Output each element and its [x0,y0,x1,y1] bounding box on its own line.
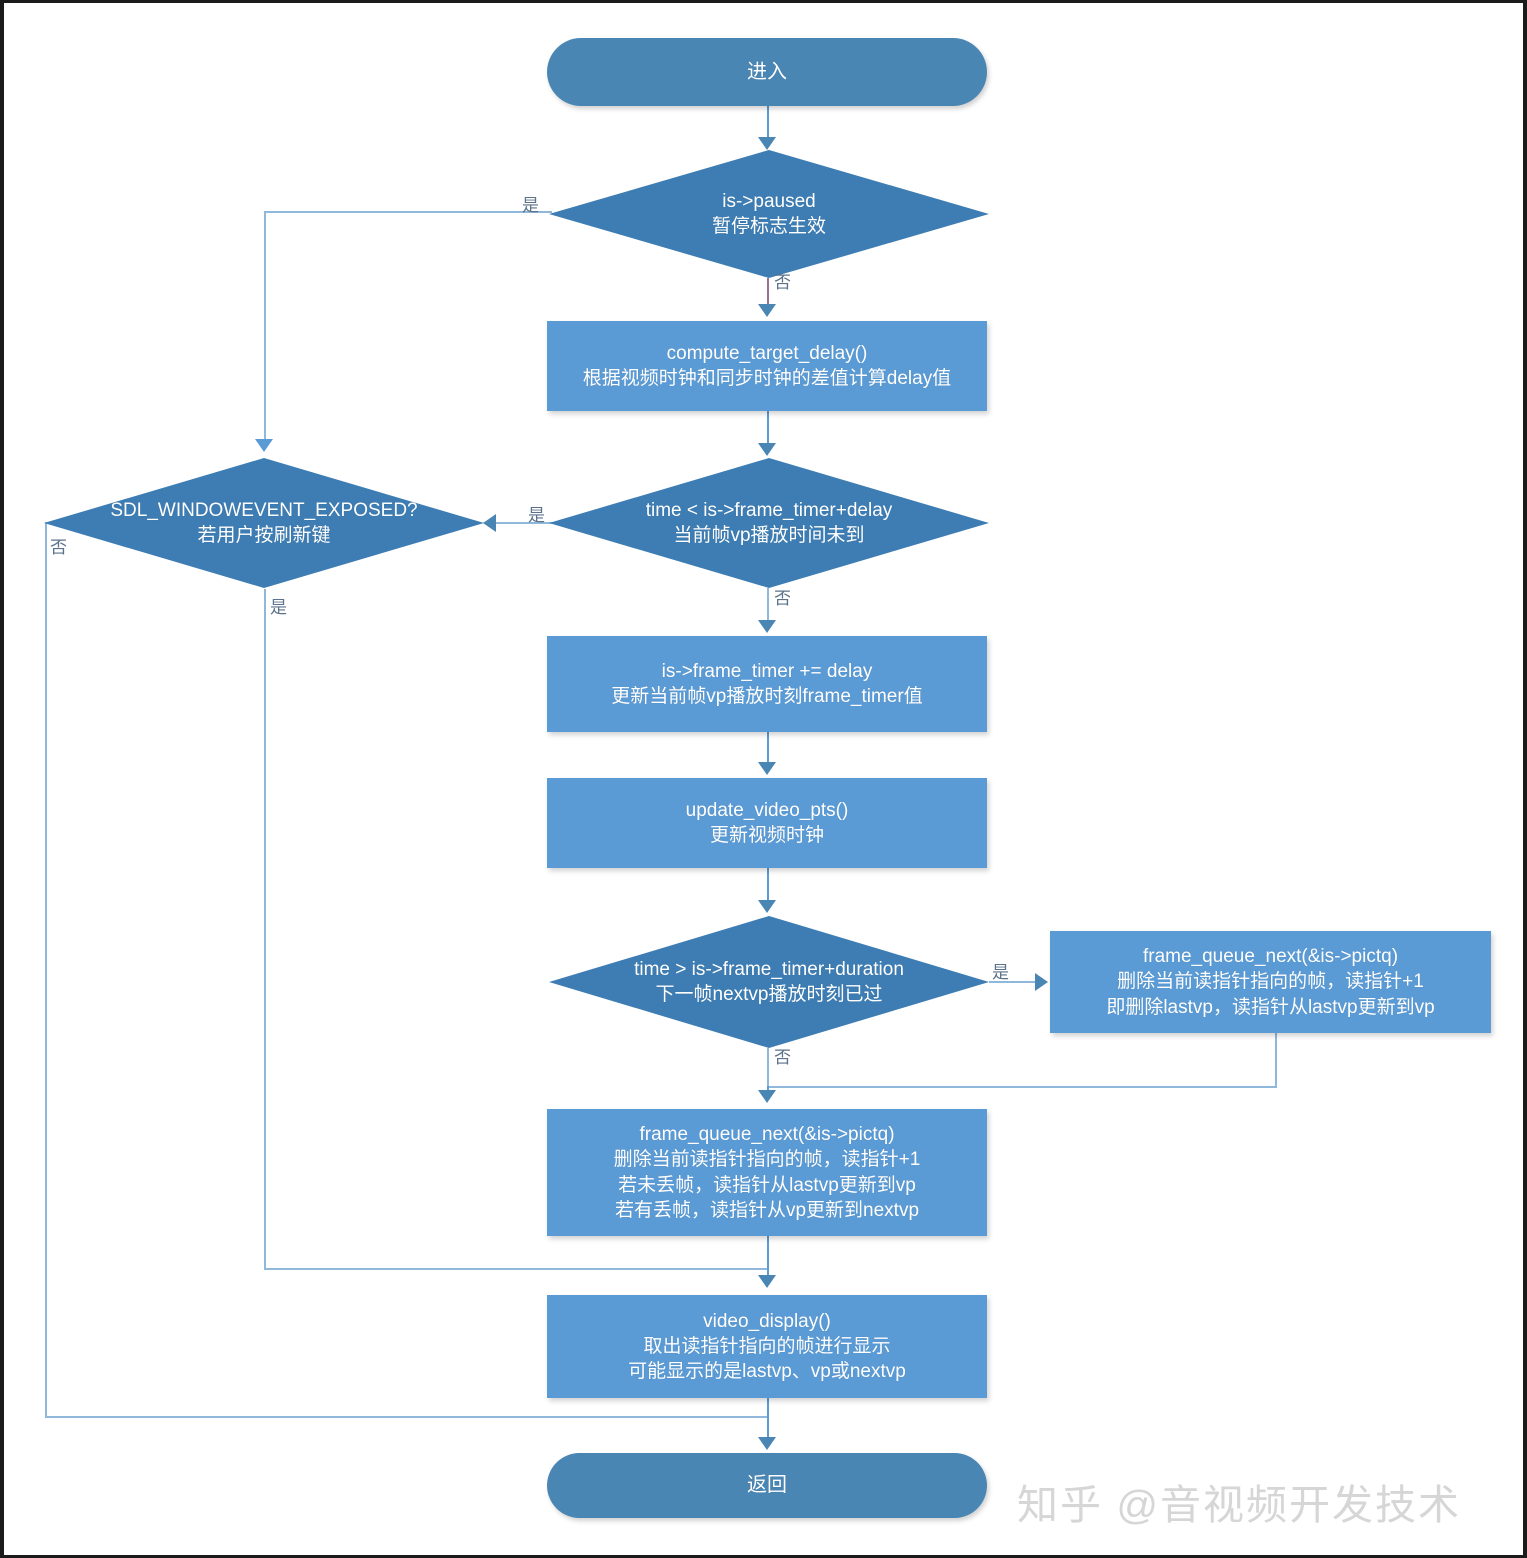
edge-exposed-yes-v [264,589,266,1269]
node-video-display-line2: 取出读指针指向的帧进行显示 [643,1335,891,1357]
edge-compute-to-time-lt [767,411,769,444]
arrowhead-compute-to-time-lt [758,443,776,456]
edge-start-to-paused [767,106,769,142]
arrowhead-paused-yes [255,439,273,452]
edge-time-lt-yes [496,522,558,524]
edge-frame-timer-to-update [767,732,769,764]
edge-label-paused-no: 否 [774,273,791,292]
node-frame-queue-next-main-line4: 若有丢帧，读指针从vp更新到nextvp [614,1199,920,1221]
node-update-video-pts-line1: update_video_pts() [685,799,849,821]
node-time-gt-decision[interactable]: time > is->frame_timer+duration 下一帧nextv… [549,916,989,1048]
edge-main-queue-to-display [767,1236,769,1276]
arrowhead-frame-timer-to-update [758,762,776,775]
node-time-lt-decision[interactable]: time < is->frame_timer+delay 当前帧vp播放时间未到 [549,458,989,588]
node-compute-target-delay[interactable]: compute_target_delay() 根据视频时钟和同步时钟的差值计算d… [547,321,987,411]
node-time-lt-decision-line1: time < is->frame_timer+delay [645,499,893,521]
edge-display-to-end [767,1398,769,1440]
arrowhead-time-gt-yes [1035,973,1048,991]
node-end-label: 返回 [747,1474,787,1497]
edge-label-exposed-no: 否 [50,538,67,557]
node-video-display-line1: video_display() [703,1310,831,1332]
arrowhead-start-to-paused [758,137,776,150]
node-exposed-decision-line2: 若用户按刷新键 [197,525,331,546]
arrowhead-update-to-time-gt [758,900,776,913]
edge-paused-yes-h [264,211,552,213]
node-video-display-line3: 可能显示的是lastvp、vp或nextvp [628,1361,906,1383]
edge-label-time-gt-yes: 是 [992,963,1009,982]
node-exposed-decision[interactable]: SDL_WINDOWEVENT_EXPOSED? 若用户按刷新键 [44,458,484,588]
node-time-gt-decision-line2: 下一帧nextvp播放时刻已过 [655,984,883,1005]
node-frame-queue-next-right-line3: 即删除lastvp，读指针从lastvp更新到vp [1106,996,1435,1018]
node-frame-queue-next-right-line1: frame_queue_next(&is->pictq) [1142,946,1399,968]
edge-time-gt-no [767,1048,769,1086]
edge-paused-yes-v [264,211,266,441]
edge-right-box-return-h [767,1086,1277,1088]
edge-label-time-gt-no: 否 [774,1048,791,1067]
arrowhead-time-gt-no [758,1090,776,1103]
arrowhead-display-to-end [758,1437,776,1450]
node-time-lt-decision-line2: 当前帧vp播放时间未到 [673,525,865,546]
node-paused-decision-line1: is->paused [722,190,816,212]
edge-time-gt-yes [989,981,1037,983]
node-frame-timer-add-line1: is->frame_timer += delay [661,660,873,682]
node-video-display[interactable]: video_display() 取出读指针指向的帧进行显示 可能显示的是last… [547,1295,987,1398]
edge-exposed-no-v [45,522,47,1417]
node-frame-queue-next-right[interactable]: frame_queue_next(&is->pictq) 删除当前读指针指向的帧… [1050,931,1491,1033]
edge-label-exposed-yes: 是 [270,598,287,617]
flowchart-canvas: 进入 is->paused 暂停标志生效 compute_target_dela… [4,3,1523,1555]
node-time-gt-decision-line1: time > is->frame_timer+duration [634,958,904,980]
node-frame-queue-next-main-line2: 删除当前读指针指向的帧，读指针+1 [613,1149,921,1171]
node-compute-target-delay-line2: 根据视频时钟和同步时钟的差值计算delay值 [582,368,952,389]
node-frame-queue-next-right-line2: 删除当前读指针指向的帧，读指针+1 [1117,971,1424,993]
watermark: 知乎 @音视频开发技术 [1017,1482,1462,1528]
arrowhead-time-lt-no [758,620,776,633]
edge-paused-no [767,278,769,308]
edge-label-time-lt-yes: 是 [528,506,545,525]
node-frame-timer-add[interactable]: is->frame_timer += delay 更新当前帧vp播放时刻fram… [547,636,987,732]
edge-label-paused-yes: 是 [522,196,539,215]
node-start[interactable]: 进入 [547,38,987,106]
edge-time-lt-no [767,588,769,621]
node-end[interactable]: 返回 [547,1453,987,1518]
arrowhead-main-queue-to-display [758,1275,776,1288]
edge-label-time-lt-no: 否 [774,589,791,608]
node-start-label: 进入 [747,60,787,83]
arrowhead-paused-no [758,304,776,317]
node-frame-timer-add-line2: 更新当前帧vp播放时刻frame_timer值 [611,686,923,707]
arrowhead-time-lt-yes [483,514,496,532]
edge-right-box-return-v [1275,1033,1277,1087]
edge-exposed-yes-h [264,1268,769,1270]
edge-update-to-time-gt [767,868,769,903]
node-frame-queue-next-main-line3: 若未丢帧，读指针从lastvp更新到vp [618,1174,916,1196]
node-update-video-pts-line2: 更新视频时钟 [709,825,824,846]
node-compute-target-delay-line1: compute_target_delay() [666,342,868,364]
edge-exposed-no-h [45,1416,769,1418]
node-frame-queue-next-main[interactable]: frame_queue_next(&is->pictq) 删除当前读指针指向的帧… [547,1109,987,1236]
node-exposed-decision-line1: SDL_WINDOWEVENT_EXPOSED? [110,499,418,521]
edge-time-gt-no-tail [767,1086,769,1092]
node-frame-queue-next-main-line1: frame_queue_next(&is->pictq) [639,1124,895,1146]
node-paused-decision[interactable]: is->paused 暂停标志生效 [549,150,989,278]
node-paused-decision-line2: 暂停标志生效 [711,216,826,237]
node-update-video-pts[interactable]: update_video_pts() 更新视频时钟 [547,778,987,868]
